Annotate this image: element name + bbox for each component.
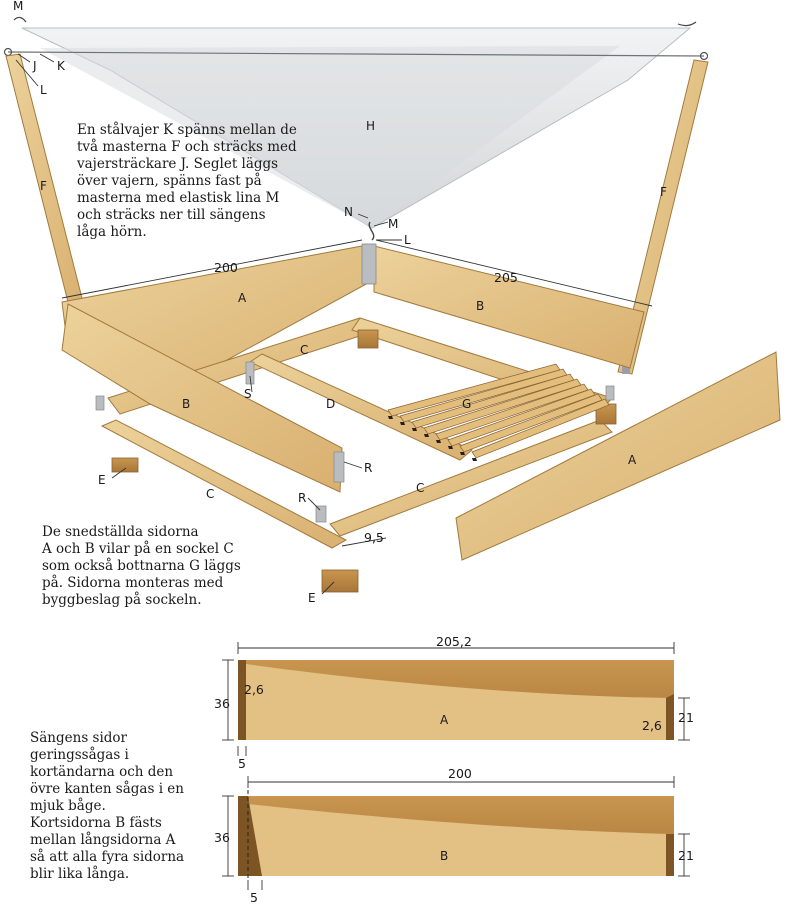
label-C-front: C	[206, 487, 214, 501]
slat-end	[412, 428, 417, 431]
label-C-right: C	[416, 481, 424, 495]
dim-back-left: 200	[214, 260, 238, 275]
foot-back	[357, 329, 379, 349]
slat-end	[388, 416, 393, 419]
label-board-a: A	[440, 713, 449, 727]
corner-bracket	[361, 243, 377, 285]
label-M-top: M	[13, 0, 23, 13]
slat-end	[400, 422, 405, 425]
bracket-right	[605, 385, 615, 401]
label-E-left: E	[98, 473, 106, 487]
label-E-front: E	[308, 591, 316, 605]
label-N: N	[344, 205, 353, 219]
slat-end	[436, 440, 441, 443]
beam-D	[248, 353, 473, 461]
slat-end	[472, 458, 477, 461]
beam-C-right	[329, 419, 613, 537]
label-F-right: F	[660, 185, 667, 199]
slats-G	[387, 363, 610, 461]
dim-board-a-offset: 5	[238, 756, 246, 771]
diagram-board-B: 200 36 21 5 B	[214, 766, 694, 905]
label-L-center: L	[404, 233, 411, 247]
elastic-line-M-right	[677, 21, 697, 27]
label-D: D	[326, 397, 335, 411]
caption-cutting-instructions: Sängens sidor geringssågas i kortändarna…	[30, 730, 185, 882]
bracket-R-corner	[315, 505, 327, 523]
dim-back-right: 205	[494, 270, 518, 285]
label-G: G	[462, 397, 471, 411]
foot-E-left	[111, 457, 139, 473]
dim-board-a-angle-left: 2,6	[244, 682, 264, 697]
part-labels: M J K L H N M L F F A B C S D G B R R E …	[13, 0, 667, 605]
leader-lines	[15, 53, 402, 595]
caption-sail-instructions: En stålvajer K spänns mellan de två mast…	[77, 122, 297, 240]
slat-end	[424, 434, 429, 437]
slat-end	[448, 446, 453, 449]
bracket-left	[95, 395, 105, 411]
label-A-front: A	[628, 453, 637, 467]
dim-board-b-offset: 5	[250, 890, 258, 905]
sail-canopy	[3, 16, 709, 241]
label-F-left: F	[40, 179, 47, 193]
label-K: K	[57, 59, 66, 73]
label-J: J	[32, 59, 37, 73]
slat-end	[460, 452, 465, 455]
beam-C-front	[100, 419, 348, 549]
label-B-front: B	[182, 397, 190, 411]
label-M-center: M	[388, 217, 398, 231]
bracket-R-front	[333, 451, 345, 483]
dim-board-a-end-height: 21	[678, 710, 694, 725]
dimension-labels-3d: 200 205 9,5	[214, 260, 518, 545]
label-C-back: C	[300, 343, 308, 357]
wire-K	[7, 51, 705, 57]
dim-board-b-length: 200	[448, 766, 472, 781]
slat	[471, 398, 610, 459]
elastic-line-M-top	[13, 16, 27, 23]
dim-board-a-length: 205,2	[436, 634, 472, 649]
label-H: H	[366, 119, 375, 133]
label-R-corner: R	[298, 491, 306, 505]
dim-board-b-end-height: 21	[678, 848, 694, 863]
dim-board-a-height: 36	[214, 696, 230, 711]
ring-right	[699, 51, 709, 61]
board-B-front	[61, 303, 343, 493]
foot-E-front	[321, 569, 359, 593]
label-S: S	[244, 387, 252, 401]
bracket-S	[245, 361, 255, 385]
dim-socket-width: 9,5	[364, 530, 384, 545]
label-R-front: R	[364, 461, 372, 475]
sail-fold	[40, 46, 620, 228]
dim-board-a-angle-right: 2,6	[642, 718, 662, 733]
label-A-back: A	[238, 291, 247, 305]
label-board-b: B	[440, 849, 448, 863]
dim-board-b-height: 36	[214, 830, 230, 845]
diagram-board-A: 205,2 36 2,6 2,6 21 5 A	[214, 634, 694, 771]
label-L-left: L	[40, 83, 47, 97]
board-A-front	[455, 351, 781, 561]
label-B-back: B	[476, 299, 484, 313]
elastic-line-M-center	[368, 221, 375, 241]
dimension-lines-3d	[61, 239, 653, 547]
caption-assembly-instructions: De snedställda sidorna A och B vilar på …	[42, 524, 241, 608]
